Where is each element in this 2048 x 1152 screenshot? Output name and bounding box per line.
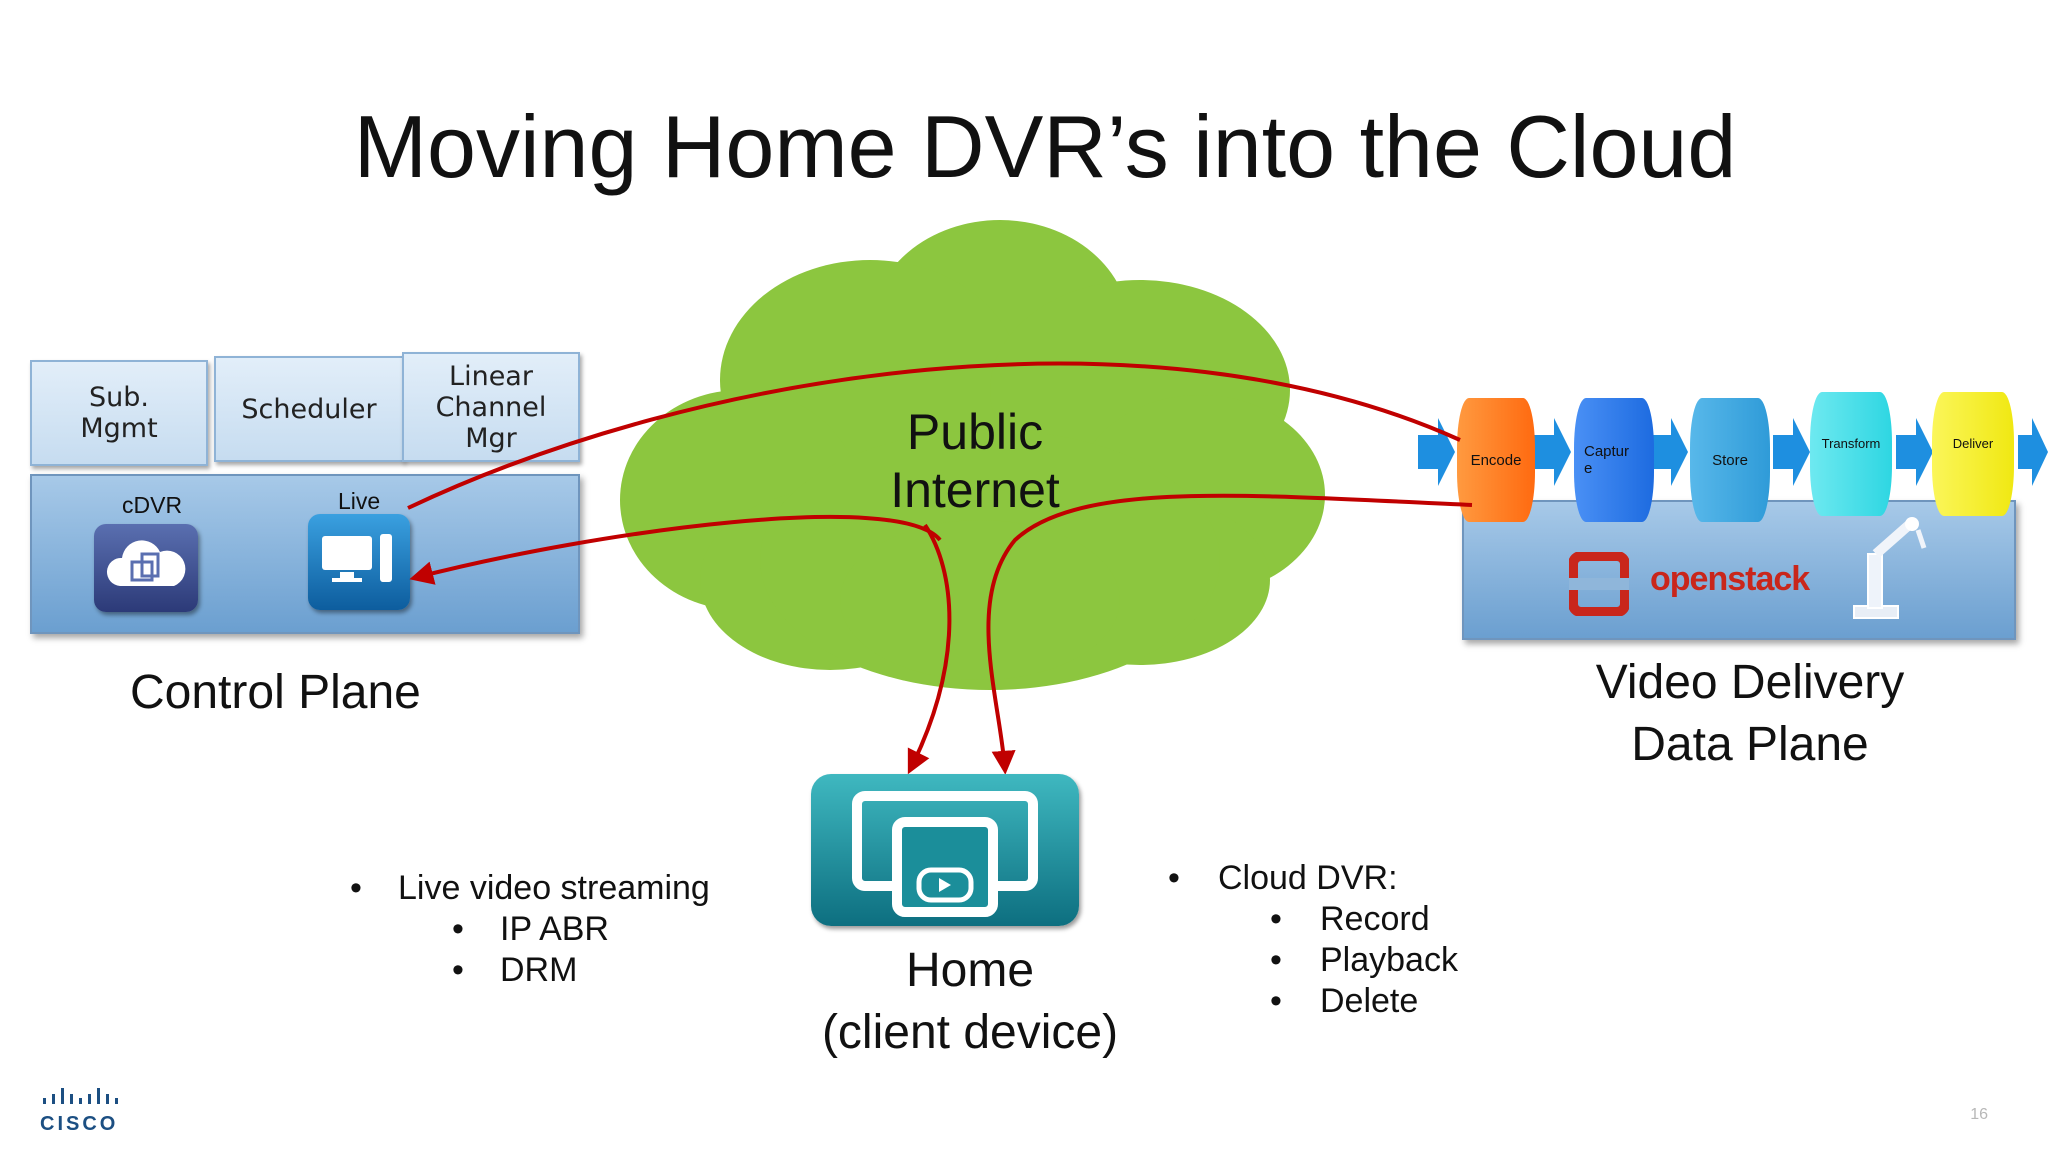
robot-arm-icon <box>1853 517 1927 619</box>
cloud-devices-icon <box>106 540 186 586</box>
bullet-text: IP ABR <box>500 910 609 948</box>
scheduler-module: Scheduler <box>214 356 404 462</box>
deliver-to-home-arrow <box>986 493 1473 775</box>
public-internet-label: Public Internet <box>890 404 1060 518</box>
bullet-text: Record <box>1320 900 1430 938</box>
openstack-label: openstack <box>1650 560 1810 598</box>
live-streaming-bullets: • Live video streaming • IP ABR • DRM <box>350 868 710 991</box>
sub-mgmt-module: Sub. Mgmt <box>30 360 208 466</box>
video-delivery-caption: Video Delivery Data Plane <box>1595 656 1905 771</box>
capture-stage-label: Captur e <box>1584 443 1630 477</box>
cisco-logo: CISCO <box>40 1086 130 1136</box>
bullet-text: DRM <box>500 951 578 989</box>
bullet-live-streaming: • Live video streaming <box>350 868 710 909</box>
live-label: Live <box>338 488 381 514</box>
live-tv-app-icon <box>308 514 410 610</box>
cisco-wordmark: CISCO <box>40 1113 119 1135</box>
cloud-dvr-bullets: • Cloud DVR: • Record • Playback • Delet… <box>1168 858 1458 1022</box>
cdvr-app-icon <box>94 524 198 612</box>
encode-stage: Encode <box>1457 398 1535 522</box>
store-stage-label: Store <box>1712 451 1748 469</box>
control-plane-panel: cDVR Live <box>30 474 580 634</box>
home-device-icon <box>811 774 1079 926</box>
slide-title: Moving Home DVR’s into the Cloud <box>353 97 1737 196</box>
bullet-dot: • <box>1168 859 1180 897</box>
bullet-dot: • <box>1270 982 1282 1020</box>
bullet-text: Cloud DVR: <box>1218 859 1398 897</box>
transform-stage-label: Transform <box>1821 436 1881 451</box>
pipeline-flow-arrows <box>1418 418 2048 486</box>
cdvr-label: cDVR <box>122 492 183 518</box>
live-to-encode-arrow <box>407 361 1461 510</box>
bullet-ip-abr: • IP ABR <box>350 909 710 950</box>
internet-to-home-arrow <box>907 523 952 775</box>
bullet-cloud-dvr: • Cloud DVR: <box>1168 858 1458 899</box>
capture-stage: Captur e <box>1574 398 1654 522</box>
screens-play-icon <box>852 791 1038 917</box>
bullet-text: Live video streaming <box>398 869 710 907</box>
deliver-stage: Deliver <box>1932 392 2014 516</box>
internet-to-live-arrow <box>409 514 942 585</box>
bullet-dot: • <box>1270 941 1282 979</box>
control-plane-caption: Control Plane <box>130 666 421 719</box>
openstack-panel: openstack <box>1462 500 2016 640</box>
bullet-delete: • Delete <box>1168 981 1458 1022</box>
bullet-dot: • <box>350 869 362 907</box>
home-caption: Home (client device) <box>821 944 1119 1059</box>
bullet-dot: • <box>452 951 464 989</box>
bullet-text: Delete <box>1320 982 1419 1020</box>
bullet-text: Playback <box>1320 941 1458 979</box>
linear-channel-mgr-module: Linear Channel Mgr <box>402 352 580 462</box>
public-internet-cloud <box>620 220 1325 690</box>
bullet-record: • Record <box>1168 899 1458 940</box>
transform-stage: Transform <box>1810 392 1892 516</box>
bullet-dot: • <box>452 910 464 948</box>
encode-stage-label: Encode <box>1470 451 1522 469</box>
bullet-playback: • Playback <box>1168 940 1458 981</box>
cisco-bars-icon <box>43 1088 118 1104</box>
bullet-dot: • <box>1270 900 1282 938</box>
store-stage: Store <box>1690 398 1770 522</box>
page-number: 16 <box>1970 1106 1988 1123</box>
bullet-drm: • DRM <box>350 950 710 991</box>
tv-icon <box>322 534 392 582</box>
openstack-logo-icon <box>1569 552 1629 616</box>
deliver-stage-label: Deliver <box>1952 436 1994 451</box>
